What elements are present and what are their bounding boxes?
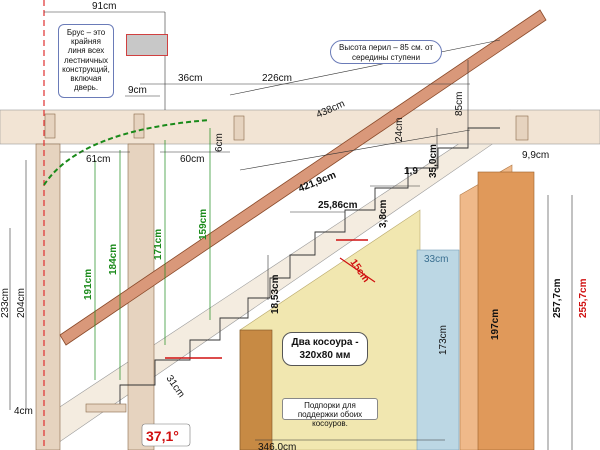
- dim-9-9: 9,9cm: [522, 150, 549, 161]
- angle-label: 37,1°: [146, 428, 179, 444]
- dim-3-8: 3,8cm: [378, 200, 389, 228]
- dim-85: 85cm: [454, 92, 465, 116]
- beam-block-2: [133, 113, 145, 139]
- dim-61: 61cm: [86, 154, 110, 165]
- supports-note: Подпорки для поддержки обоих косоуров.: [282, 398, 378, 428]
- dim-184: 184cm: [108, 244, 119, 275]
- dim-35: 35,0cm: [428, 144, 439, 178]
- dim-173: 173cm: [438, 325, 449, 355]
- stair-profile: [88, 127, 500, 406]
- door-swing-arc: [43, 119, 211, 186]
- dim-18-53: 18,53cm: [270, 274, 281, 314]
- dim-36: 36cm: [178, 73, 202, 84]
- dim-6: 6cm: [214, 133, 225, 152]
- dim-191: 191cm: [83, 269, 94, 300]
- stringers-note: Два косоура - 320х80 мм: [282, 332, 368, 366]
- door-board: [477, 171, 535, 450]
- handrail: [59, 9, 547, 346]
- red-mark-3: [339, 257, 376, 283]
- dimension-lines: [9, 11, 573, 450]
- beam-note: Брус – это крайняя линя всех лестничных …: [58, 24, 114, 98]
- dim-171: 171cm: [153, 229, 164, 260]
- dim-204: 204cm: [16, 288, 27, 318]
- beam-block-4: [515, 115, 529, 141]
- rail-height-note: Высота перил – 85 см. от середины ступен…: [330, 40, 442, 64]
- dim-1-9: 1,9: [404, 166, 418, 177]
- support-post-left: [239, 329, 273, 450]
- dim-33: 33cm: [424, 254, 448, 265]
- dim-233: 233cm: [0, 288, 11, 318]
- dim-197: 197cm: [490, 309, 501, 340]
- dim-24: 24cm: [394, 118, 405, 142]
- dim-255-7: 255,7cm: [578, 278, 589, 318]
- dim-346: 346,0cm: [258, 442, 296, 450]
- dim-4: 4cm: [14, 406, 33, 417]
- dim-31: 31cm: [164, 373, 187, 399]
- dim-9: 9cm: [128, 85, 147, 96]
- beam-block-1: [44, 113, 56, 139]
- blue-zone: [416, 249, 460, 450]
- beam-block-3: [233, 115, 245, 141]
- angle-box: [141, 423, 191, 447]
- dim-91: 91cm: [92, 1, 116, 12]
- dim-60: 60cm: [180, 154, 204, 165]
- dim-159: 159cm: [198, 209, 209, 240]
- gray-swatch: [126, 34, 168, 56]
- dim-226: 226cm: [262, 73, 292, 84]
- dim-257-7: 257,7cm: [552, 278, 563, 318]
- post-left: [35, 143, 61, 450]
- dim-25-86: 25,86cm: [318, 200, 358, 211]
- top-beam: [0, 109, 600, 145]
- bottom-step: [85, 403, 127, 413]
